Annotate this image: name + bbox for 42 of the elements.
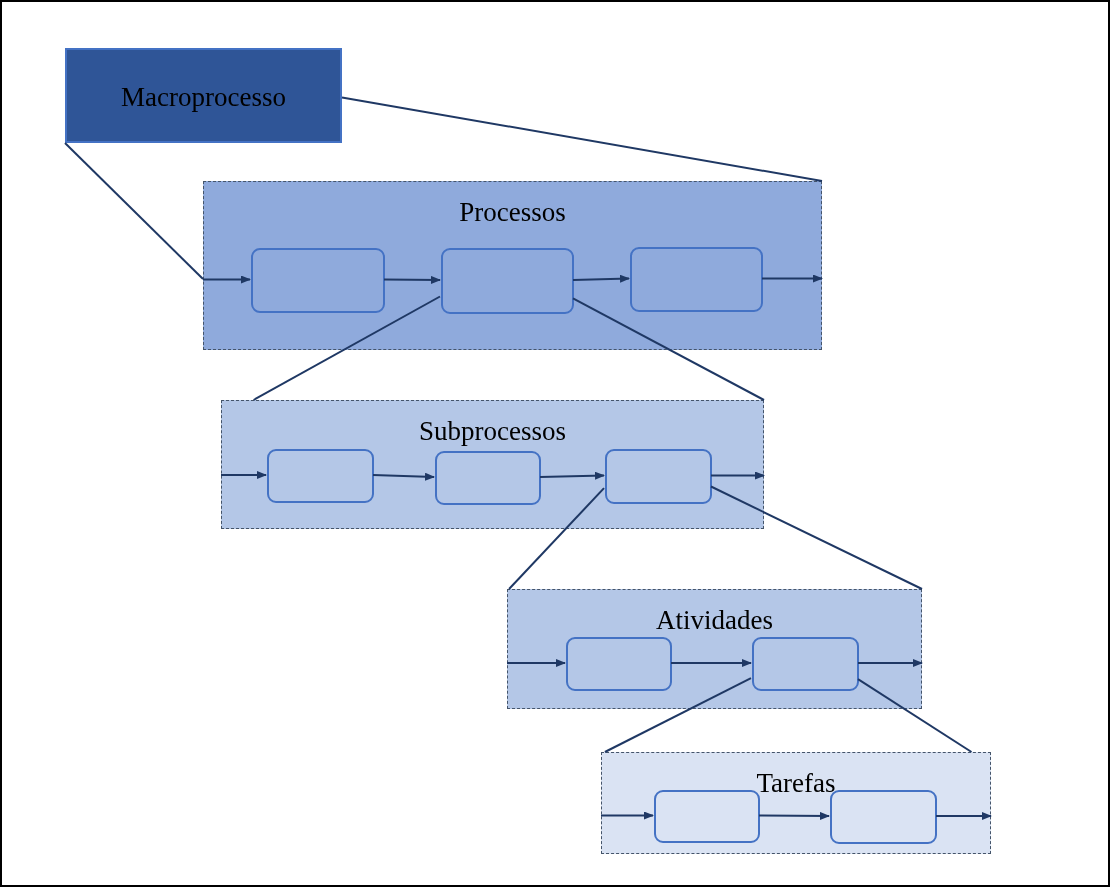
arrow <box>372 472 435 481</box>
level-title: Atividades <box>656 605 773 635</box>
level-panel <box>507 589 922 709</box>
arrow <box>670 659 752 667</box>
arrow <box>539 471 605 480</box>
process-box <box>441 248 574 314</box>
arrow <box>710 471 765 480</box>
process-box <box>435 451 541 505</box>
level-title: Macroprocesso <box>121 82 286 112</box>
zoom-line <box>857 678 973 753</box>
arrow <box>383 275 441 284</box>
process-box <box>654 790 760 843</box>
zoom-line <box>603 677 752 753</box>
zoom-line <box>252 295 441 401</box>
arrow <box>600 811 654 820</box>
zoom-line <box>341 96 823 182</box>
level-title: Tarefas <box>756 768 836 798</box>
macroprocess-box <box>65 48 342 143</box>
zoom-line <box>64 142 204 280</box>
level-panel <box>203 181 822 350</box>
arrow <box>761 274 823 283</box>
arrow <box>935 812 992 820</box>
process-box <box>566 637 672 691</box>
process-box <box>830 790 937 844</box>
process-box <box>630 247 763 312</box>
level-title: Subprocessos <box>419 416 566 446</box>
arrow <box>857 659 923 667</box>
zoom-line <box>572 297 765 401</box>
level-panel <box>221 400 764 529</box>
zoom-line <box>710 485 923 590</box>
zoom-line <box>508 487 605 590</box>
level-panel <box>601 752 991 854</box>
arrow <box>220 471 267 479</box>
process-box <box>251 248 385 313</box>
arrow <box>202 275 251 284</box>
arrow <box>506 659 566 667</box>
arrow <box>758 811 830 820</box>
arrow <box>572 274 630 283</box>
process-box <box>752 637 859 691</box>
level-title: Processos <box>459 197 566 227</box>
process-box <box>267 449 374 503</box>
process-box <box>605 449 712 504</box>
